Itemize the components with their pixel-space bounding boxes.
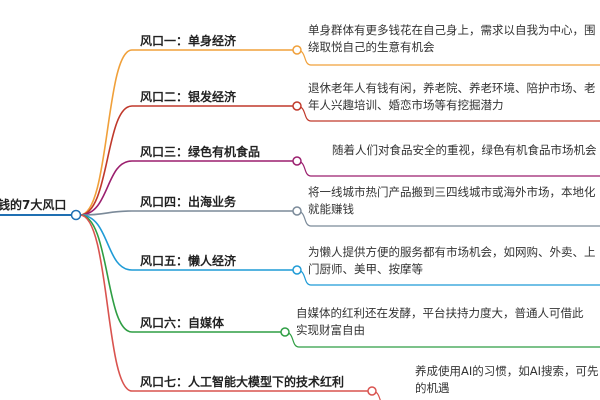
branch-5-node <box>292 265 302 275</box>
branch-4-node <box>292 206 302 216</box>
branch-3-title: 风口三：绿色有机食品 <box>140 144 260 159</box>
branch-4-desc-line-1: 将一线城市热门产品搬到三四线城市或海外市场，本地化 <box>308 185 596 199</box>
branch-2-title: 风口二：银发经济 <box>140 89 237 104</box>
branch-2-desc-line-1: 退休老年人有钱有闲，养老院、养老环境、陪护市场、老 <box>308 81 596 95</box>
branch-6-desc-line-1: 自媒体的红利还在发酵，平台扶持力度大，普通人可借此 <box>296 306 584 320</box>
branch-6-desc-line-2: 实现财富自由 <box>296 323 365 337</box>
branch-1-title: 风口一：单身经济 <box>140 33 237 48</box>
connector-7 <box>79 214 133 392</box>
branch-7-desc-line-2: 的机遇 <box>415 381 450 395</box>
root-node <box>70 209 82 221</box>
branch-3-desc-connector <box>296 160 600 177</box>
connector-1 <box>79 49 133 216</box>
branch-4-description: 将一线城市热门产品搬到三四线城市或海外市场，本地化 就能赚钱 <box>308 184 596 218</box>
connector-3 <box>79 160 133 216</box>
branch-1-desc-line-1: 单身群体有更多钱花在自己身上，需求以自我为中心，围 <box>308 23 596 37</box>
connector-4 <box>79 210 133 216</box>
branch-3-description: 随着人们对食品安全的重视，绿色有机食品市场机会 <box>332 142 597 159</box>
branch-4-desc-line-2: 就能赚钱 <box>308 202 354 216</box>
connector-2 <box>79 105 133 216</box>
branch-nodes <box>280 45 377 396</box>
branch-5-title: 风口五：懒人经济 <box>140 253 237 268</box>
branch-7-desc-line-1: 养成使用AI的习惯，如AI搜索，可先 <box>415 364 599 378</box>
branch-1-desc-line-2: 绕取悦自己的生意有机会 <box>308 40 435 54</box>
connectors <box>79 49 133 392</box>
branch-7-description: 养成使用AI的习惯，如AI搜索，可先 的机遇 <box>415 363 599 397</box>
branch-5-description: 为懒人提供方便的服务都有市场机会，如网购、外卖、上 门厨师、美甲、按摩等 <box>308 244 596 278</box>
connector-6 <box>79 214 133 333</box>
branch-7-node <box>367 386 377 396</box>
branch-6-node <box>280 327 290 337</box>
connector-5 <box>79 214 133 271</box>
branch-2-desc-line-2: 年人兴趣培训、婚恋市场等有挖掘潜力 <box>308 98 504 112</box>
root-title: 钱的7大风口 <box>0 197 66 212</box>
branch-2-node <box>292 101 302 111</box>
branch-4-title: 风口四：出海业务 <box>140 194 237 209</box>
branch-6-description: 自媒体的红利还在发酵，平台扶持力度大，普通人可借此 实现财富自由 <box>296 305 584 339</box>
branch-1-node <box>292 45 302 55</box>
branch-7-title: 风口七：人工智能大模型下的技术红利 <box>140 374 344 389</box>
branch-2-description: 退休老年人有钱有闲，养老院、养老环境、陪护市场、老 年人兴趣培训、婚恋市场等有挖… <box>308 80 596 114</box>
branch-5-desc-line-1: 为懒人提供方便的服务都有市场机会，如网购、外卖、上 <box>308 245 596 259</box>
branch-6-title: 风口六：自媒体 <box>140 315 225 330</box>
branch-3-node <box>292 156 302 166</box>
branch-5-desc-line-2: 门厨师、美甲、按摩等 <box>308 262 423 276</box>
branch-3-desc-line-1: 随着人们对食品安全的重视，绿色有机食品市场机会 <box>332 143 597 157</box>
branch-1-description: 单身群体有更多钱花在自己身上，需求以自我为中心，围 绕取悦自己的生意有机会 <box>308 22 596 56</box>
